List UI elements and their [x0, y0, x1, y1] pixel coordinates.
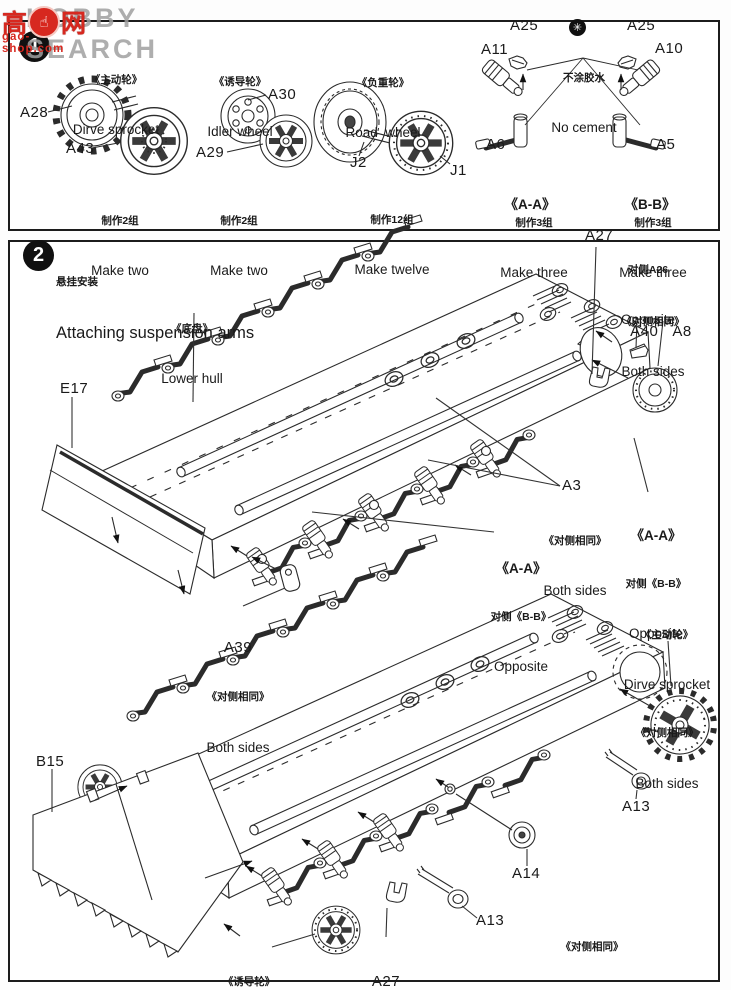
part-label-b15: B15: [36, 753, 65, 770]
lower-leader-lines: [51, 640, 672, 948]
part-label-a3: A3: [562, 477, 582, 494]
a39-both-sides: A39 《对侧相同》 Both sides: [206, 638, 270, 755]
part-label-a14: A14: [512, 865, 541, 882]
idler-wheel-bottom: 《诱导轮》 Idler wheel: [222, 975, 276, 988]
part-label-a11: A11: [481, 41, 509, 58]
make-twelve: 制作12组 Make twelve: [354, 213, 430, 278]
a13-screw-mid: [416, 865, 469, 909]
section-bb-label: 《B-B》: [624, 196, 676, 212]
part-label-a30: A30: [268, 86, 297, 103]
idler-wheel-header: 《诱导轮》 Idler wheel: [207, 75, 273, 140]
thumb-icon: ☝: [28, 6, 61, 38]
no-cement-icon: ✳: [569, 19, 586, 36]
make-three-aa: 制作3组 Make three: [500, 216, 568, 281]
part-label-j1: J1: [450, 162, 467, 179]
make-three-bb: 制作3组 Make three: [619, 216, 687, 281]
part-label-a29: A29: [196, 144, 225, 161]
bb-assembly-drawing: [612, 55, 666, 151]
aa-assembly-drawing: [475, 55, 528, 151]
part-label-a28: A28: [20, 104, 49, 121]
shop-url: gao-shop.com: [2, 31, 65, 55]
part-label-a27-bottom: A27: [371, 972, 401, 990]
part-label-a13-right: A13: [622, 798, 651, 815]
e17-panel-drawing: [41, 444, 206, 595]
a27-opposite-a26-bottom: A27 对侧A26 Opposite: [359, 938, 413, 990]
part-label-a10: A10: [655, 40, 684, 57]
part-label-e17: E17: [60, 380, 89, 397]
upper-leader-lines: [71, 246, 664, 607]
idler-part: [312, 906, 360, 954]
both-sides-a40a8: 《对侧相同》 Both sides: [621, 315, 685, 380]
part-label-a8: A8: [672, 322, 692, 340]
part-labels-a40-a8: A40 A8: [612, 307, 691, 357]
part-label-a27-top: A27: [585, 227, 614, 244]
idler-wheel-drawing: [220, 88, 312, 167]
section-aa-label: 《A-A》: [504, 196, 556, 212]
step2-number-badge: 2: [23, 240, 54, 271]
part-label-a13-mid: A13: [476, 912, 505, 929]
lower-hull-label: 《底盘》 Lower hull: [161, 322, 223, 387]
step2-number: 2: [32, 244, 45, 266]
part-label-a25-left: A25: [510, 17, 539, 34]
part-label-a5: A5: [656, 136, 676, 153]
a27-claw-part: [385, 881, 408, 903]
a14-wheel: [435, 778, 536, 849]
part-label-a25-right: A25: [627, 17, 656, 34]
both-sides-mid: 《对侧相同》 Both sides: [543, 534, 607, 599]
make-two-idler: 制作2组 Make two: [210, 214, 268, 279]
road-wheel-header: 《负重轮》 Road wheel: [345, 76, 421, 141]
logo-char-left: 高: [2, 10, 28, 38]
shop-logo: 高 ☝ 网: [2, 4, 86, 40]
part-label-a40: A40: [630, 322, 659, 340]
part-label-a6: A6: [486, 136, 506, 153]
b15-skirt-drawing: [32, 752, 253, 958]
no-cement-lines: [524, 57, 641, 126]
aa-opposite-bb-right: 《A-A》 对侧《B-B》 Opposite: [625, 527, 687, 642]
aa-opposite-bb-mid: 《A-A》 对侧《B-B》 Opposite: [490, 560, 552, 675]
a39-part-drawing: [251, 556, 301, 592]
road-wheel-drawing: [313, 81, 453, 175]
lower-hull-drawing: [78, 535, 717, 954]
drive-sprocket-right: 《主动轮》 Dirve sprocket 《对侧相同》 Both sides: [623, 628, 711, 791]
make-two-drive: 制作2组 Make two: [91, 214, 149, 279]
drive-sprocket-drawing: [47, 75, 187, 174]
step1-number: 1: [28, 35, 41, 57]
part-label-j2: J2: [350, 154, 367, 171]
drive-sprocket-header: 《主动轮》 Dirve sprocket: [72, 73, 160, 138]
opposite-a26-top: 对侧A26 Opposite: [620, 263, 676, 328]
part-label-a43: A43: [66, 140, 95, 157]
logo-char-right: 网: [61, 10, 87, 38]
part-label-a39: A39: [223, 638, 253, 656]
both-sides-bottom: 《对侧相同》 Both sides: [560, 940, 624, 990]
a13-screw-right: [604, 748, 651, 790]
step2-title: 悬挂安装 Attaching suspension arms: [56, 275, 255, 343]
no-cement-label: 不涂胶水 No cement: [551, 71, 617, 136]
